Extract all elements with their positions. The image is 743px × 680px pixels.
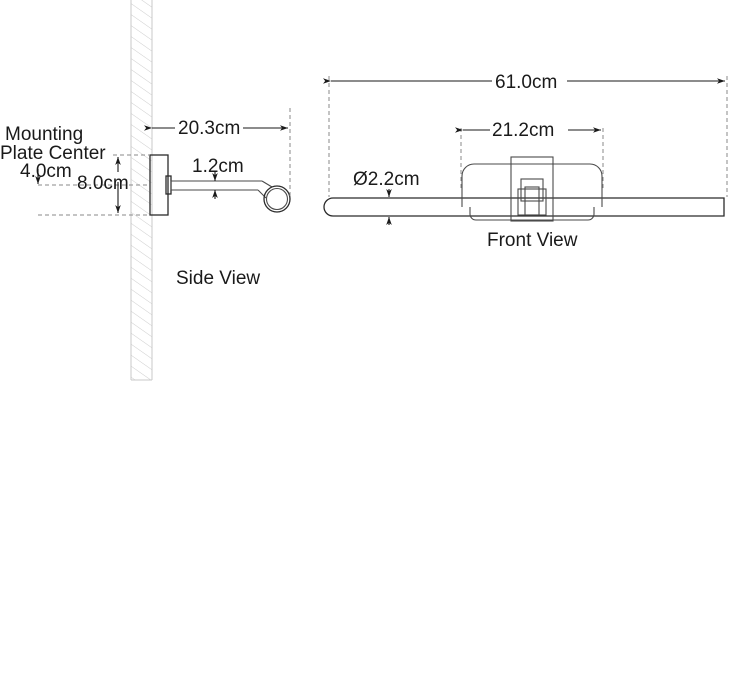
dimension-label-bar-diameter: Ø2.2cm [353,169,420,190]
dimension-overall-width: 61.0cm [323,72,728,197]
wall-hatch-fill [131,0,152,380]
bracket-inner-box [520,178,544,202]
front-center-bracket [510,156,554,222]
dimension-label-shade-width: 21.2cm [492,120,554,141]
dimension-projection: 20.3cm [144,108,291,196]
dimension-label-plate-center-offset: 4.0cm [20,161,72,182]
dimension-label-arm-thickness: 1.2cm [192,156,244,177]
view-label-front: Front View [487,230,578,251]
wall-section [130,0,153,381]
shade-upper-outline [461,163,603,207]
mounting-plate-center-note: Mounting Plate Center [0,124,106,164]
front-shade-housing [461,163,603,221]
dimension-label-projection: 20.3cm [178,118,240,139]
lamp-head-outer-ring [263,185,291,213]
dimension-plate-height: 8.0cm [38,154,150,216]
shade-lower-outline [469,207,595,221]
front-bar-body [323,197,725,217]
dimension-bar-diameter: Ø2.2cm [353,169,420,225]
dimension-label-overall-width: 61.0cm [495,72,557,93]
dimension-arm-thickness: 1.2cm [192,156,244,199]
mounting-note-line-1: Mounting [5,124,83,145]
lamp-head [263,185,291,213]
front-view-group: 61.0cm 21.2cm Ø2.2cm Front View [323,72,728,251]
mounting-note-line-2: Plate Center [0,143,106,164]
view-label-side: Side View [176,268,260,289]
front-bar [323,197,725,217]
lamp-head-inner-ring [265,187,289,211]
bracket-stem [524,186,540,216]
dimension-label-plate-height: 8.0cm [77,173,129,194]
dimension-plate-center-offset: 4.0cm [20,161,150,186]
mounting-plate-body [149,154,169,216]
arm-elbow-top [261,180,273,188]
bracket-outer-plate [510,156,554,222]
side-view-group: 20.3cm 1.2cm Mounting Plate Center 4.0cm… [0,0,291,381]
dimension-shade-width: 21.2cm [455,120,604,190]
